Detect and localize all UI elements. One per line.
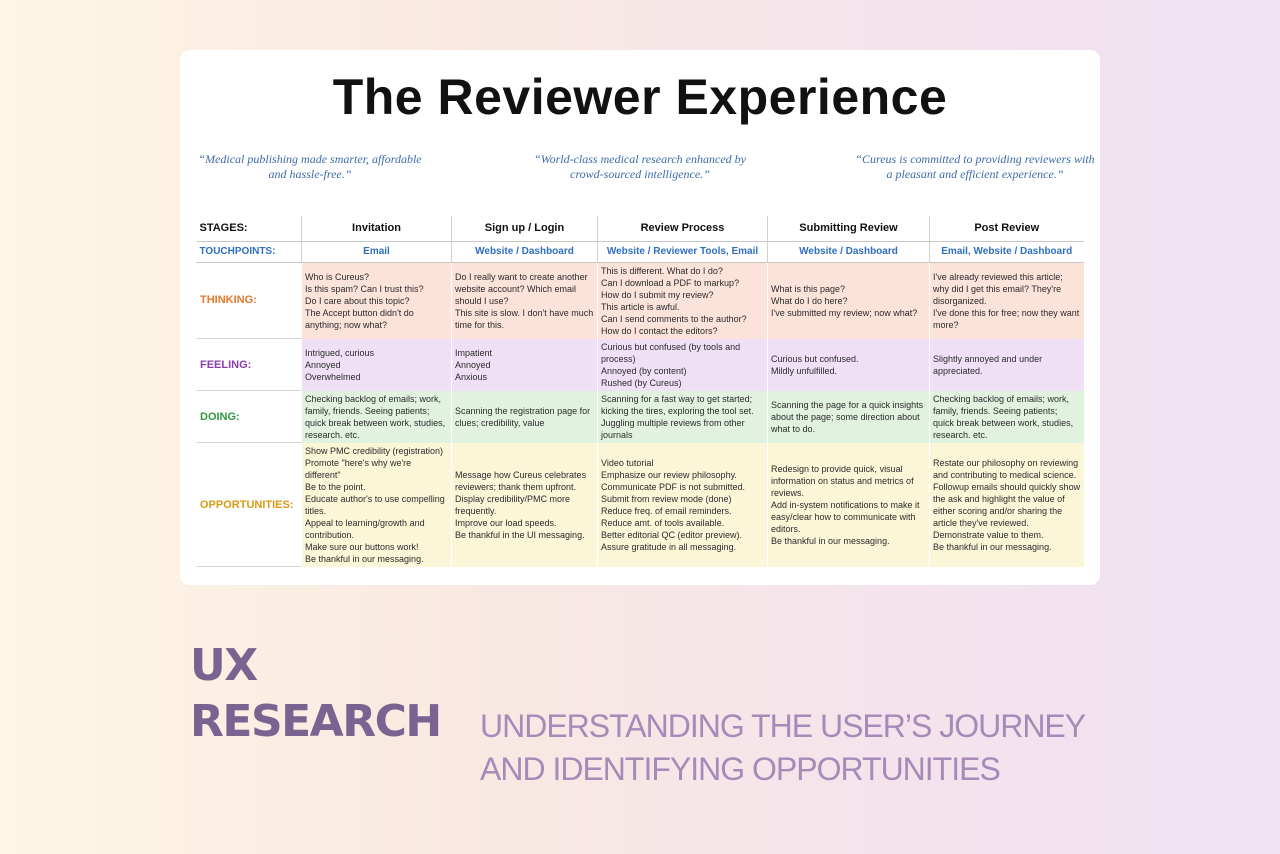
stage-invitation: Invitation <box>301 216 452 241</box>
doing-cell: Scanning the page for a quick insights a… <box>767 390 930 443</box>
doing-cell: Checking backlog of emails; work, family… <box>301 390 452 443</box>
research-heading: RESEARCH <box>190 696 442 747</box>
doing-cell: Checking backlog of emails; work, family… <box>929 390 1084 443</box>
opportunity-cell: Restate our philosophy on reviewing and … <box>929 442 1084 567</box>
doing-cell: Scanning for a fast way to get started; … <box>597 390 768 443</box>
ux-heading: UX <box>190 640 258 691</box>
thinking-cell: Do I really want to create another websi… <box>451 262 598 339</box>
feeling-cell: Curious but confused (by tools and proce… <box>597 338 768 391</box>
touchpoint-cell: Website / Dashboard <box>451 240 598 263</box>
quote-left: “Medical publishing made smarter, afford… <box>198 152 422 181</box>
opportunities-row: OPPORTUNITIES: Show PMC credibility (reg… <box>196 442 1084 567</box>
feeling-cell: Curious but confused. Mildly unfulfilled… <box>767 338 930 391</box>
subtitle-line-1: UNDERSTANDING THE USER’S JOURNEY <box>480 708 1086 744</box>
journey-map-table: STAGES: Invitation Sign up / Login Revie… <box>196 216 1084 567</box>
feeling-cell: Intrigued, curious Annoyed Overwhelmed <box>301 338 452 391</box>
journey-map-title: The Reviewer Experience <box>332 69 948 125</box>
stage-signup-login: Sign up / Login <box>451 216 598 241</box>
feeling-cell: Slightly annoyed and under appreciated. <box>929 338 1084 391</box>
doing-label: DOING: <box>196 390 302 443</box>
feeling-row: FEELING: Intrigued, curious Annoyed Over… <box>196 338 1084 391</box>
stages-row: STAGES: Invitation Sign up / Login Revie… <box>197 216 1084 241</box>
subtitle-line-2: AND IDENTIFYING OPPORTUNITIES <box>480 751 1001 787</box>
doing-row: DOING: Checking backlog of emails; work,… <box>196 390 1084 443</box>
touchpoint-cell: Email, Website / Dashboard <box>929 240 1084 263</box>
opportunities-label: OPPORTUNITIES: <box>196 442 302 567</box>
touchpoints-row: TOUCHPOINTS: Email Website / Dashboard W… <box>196 240 1084 263</box>
thinking-cell: This is different. What do I do? Can I d… <box>597 262 768 339</box>
thinking-cell: Who is Cureus? Is this spam? Can I trust… <box>301 262 452 339</box>
stage-submitting-review: Submitting Review <box>767 216 930 241</box>
thinking-row: THINKING: Who is Cureus? Is this spam? C… <box>196 262 1084 339</box>
thinking-label: THINKING: <box>196 262 302 339</box>
thinking-cell: I've already reviewed this article; why … <box>929 262 1084 339</box>
opportunity-cell: Message how Cureus celebrates reviewers;… <box>451 442 598 567</box>
thinking-cell: What is this page? What do I do here? I'… <box>767 262 930 339</box>
opportunity-cell: Video tutorial Emphasize our review phil… <box>597 442 768 567</box>
touchpoint-cell: Email <box>301 240 452 263</box>
stages-label: STAGES: <box>199 222 248 235</box>
touchpoint-cell: Website / Dashboard <box>767 240 930 263</box>
stage-review-process: Review Process <box>597 216 768 241</box>
quote-center: “World-class medical research enhanced b… <box>534 152 746 181</box>
stage-post-review: Post Review <box>929 216 1084 241</box>
opportunity-cell: Show PMC credibility (registration) Prom… <box>301 442 452 567</box>
opportunity-cell: Redesign to provide quick, visual inform… <box>767 442 930 567</box>
touchpoints-label: TOUCHPOINTS: <box>196 240 302 263</box>
touchpoint-cell: Website / Reviewer Tools, Email <box>597 240 768 263</box>
feeling-label: FEELING: <box>196 338 302 391</box>
doing-cell: Scanning the registration page for clues… <box>451 390 598 443</box>
feeling-cell: Impatient Annoyed Anxious <box>451 338 598 391</box>
quote-right: “Cureus is committed to providing review… <box>855 152 1095 181</box>
